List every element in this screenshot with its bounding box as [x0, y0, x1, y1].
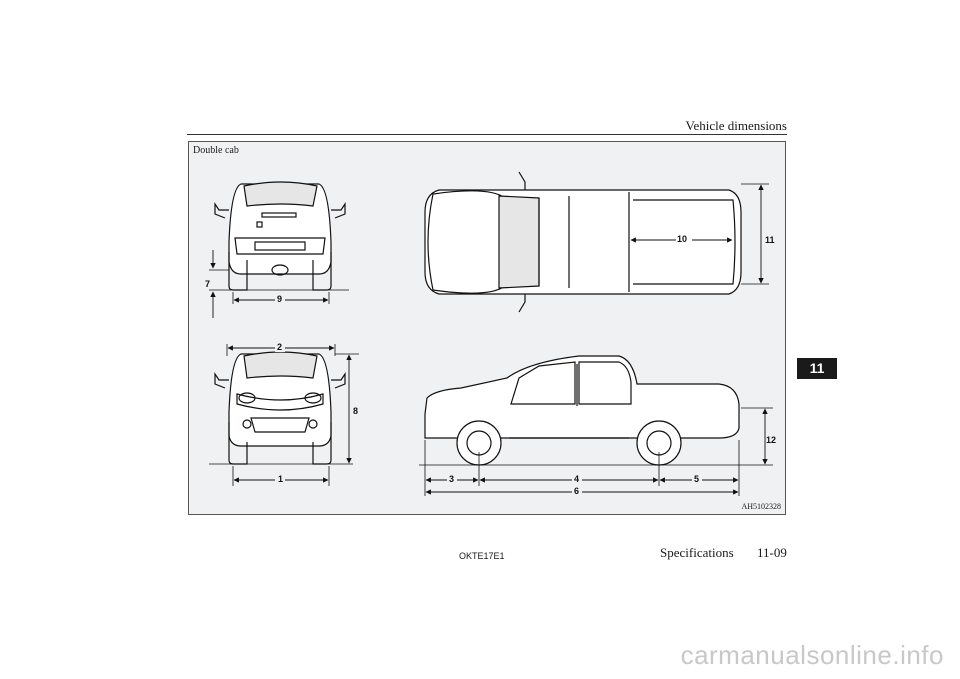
- figure-caption: Double cab: [193, 145, 239, 156]
- dimension-label-3: 3: [449, 474, 454, 484]
- footer-section-title: Specifications: [660, 545, 734, 560]
- dimension-label-6: 6: [574, 486, 579, 496]
- header-rule: [187, 134, 787, 135]
- document-code: OKTE17E1: [459, 551, 505, 561]
- dimension-label-12: 12: [766, 435, 776, 445]
- dimensions-figure: Double cab: [188, 141, 786, 515]
- rear-view-drawing: [214, 181, 346, 291]
- dimension-label-10: 10: [677, 234, 687, 244]
- page-header-title: Vehicle dimensions: [685, 118, 787, 133]
- front-view-drawing: [214, 351, 346, 465]
- top-view-drawing: [424, 171, 742, 313]
- dimension-label-11: 11: [765, 235, 775, 245]
- dimension-label-5: 5: [694, 474, 699, 484]
- page-number: 11-09: [757, 545, 787, 560]
- side-view-drawing: [424, 355, 740, 466]
- dimension-label-1: 1: [278, 474, 283, 484]
- dimension-label-7: 7: [205, 279, 210, 289]
- chapter-tab: 11: [797, 358, 837, 379]
- dimension-label-8: 8: [353, 406, 358, 416]
- vehicle-dimension-drawing: 7 9 2 8 1 10 11 12 3 4 5 6: [203, 171, 782, 496]
- dimension-label-9: 9: [277, 294, 282, 304]
- watermark: carmanualsonline.info: [680, 640, 944, 670]
- dimension-label-2: 2: [277, 342, 282, 352]
- dimension-label-4: 4: [574, 474, 579, 484]
- figure-code: AH5102328: [741, 502, 781, 511]
